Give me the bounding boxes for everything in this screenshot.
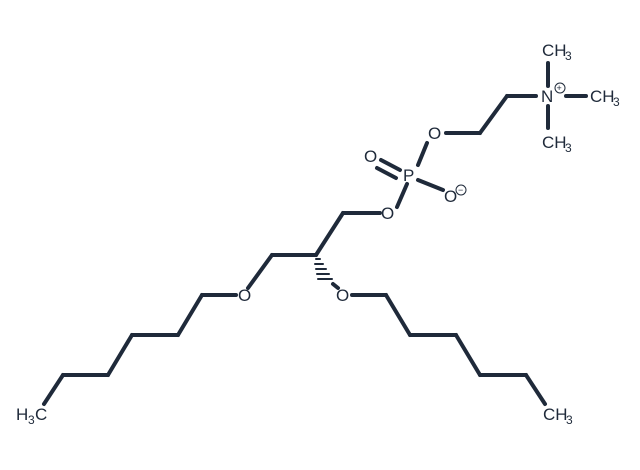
svg-text:CH: CH: [543, 405, 568, 424]
svg-text:H: H: [16, 405, 28, 424]
svg-text:N: N: [541, 87, 553, 106]
svg-text:CH: CH: [542, 133, 567, 152]
svg-text:3: 3: [566, 413, 573, 427]
atom-labels: CH 3 N + CH 3 CH 3 O P O O − O O O H 3 C: [16, 41, 620, 427]
svg-text:CH: CH: [590, 87, 615, 106]
hashed-wedge-bond: [314, 258, 333, 280]
svg-text:+: +: [557, 83, 562, 93]
atom-h3c-left: H 3 C: [16, 405, 47, 427]
bond-p-o-minus: [416, 178, 445, 192]
negative-charge-icon: [455, 184, 467, 196]
bond-p-o-glycerol: [395, 182, 409, 209]
atom-o-minus: O −: [444, 184, 467, 206]
svg-text:C: C: [35, 405, 47, 424]
bond-left-c5-c6: [42, 373, 65, 406]
svg-text:3: 3: [28, 413, 35, 427]
bond-left-c3-c4: [106, 333, 134, 377]
bond-ch2-ch: [314, 211, 345, 257]
bond-ch2-o-left: [246, 253, 274, 290]
atom-o-chain-left: O: [238, 286, 251, 305]
bond-ch2-ch2: [478, 94, 509, 135]
bond-right-c5-c6: [524, 373, 547, 406]
svg-text:3: 3: [565, 141, 572, 155]
bonds: [42, 61, 588, 406]
atom-o-double: O: [364, 147, 377, 166]
atom-ch3-bottom: CH 3: [542, 133, 572, 155]
bond-p-o-double-a: [379, 158, 402, 172]
positive-charge-icon: [554, 82, 566, 94]
atom-ch3-top: CH 3: [542, 41, 572, 63]
bond-right-c3-c4: [454, 333, 482, 377]
svg-text:O: O: [444, 187, 457, 206]
svg-text:CH: CH: [542, 41, 567, 60]
atom-ch3-right-end: CH 3: [543, 405, 573, 427]
bond-o-p: [416, 141, 429, 167]
atom-o-glycerol: O: [381, 204, 394, 223]
bond-right-c1-c2: [384, 293, 412, 337]
bond-left-c1-c2: [176, 293, 204, 337]
bond-ch-o-right: [331, 282, 340, 290]
atom-o-chain-right: O: [336, 286, 349, 305]
atom-n-plus: N +: [541, 82, 566, 106]
svg-text:−: −: [458, 185, 463, 195]
svg-text:3: 3: [565, 49, 572, 63]
svg-text:3: 3: [613, 95, 620, 109]
atom-ch3-right: CH 3: [590, 87, 620, 109]
atom-p: P: [403, 166, 414, 185]
atom-o-choline: O: [428, 124, 441, 143]
bond-p-o-double-b: [375, 166, 398, 180]
